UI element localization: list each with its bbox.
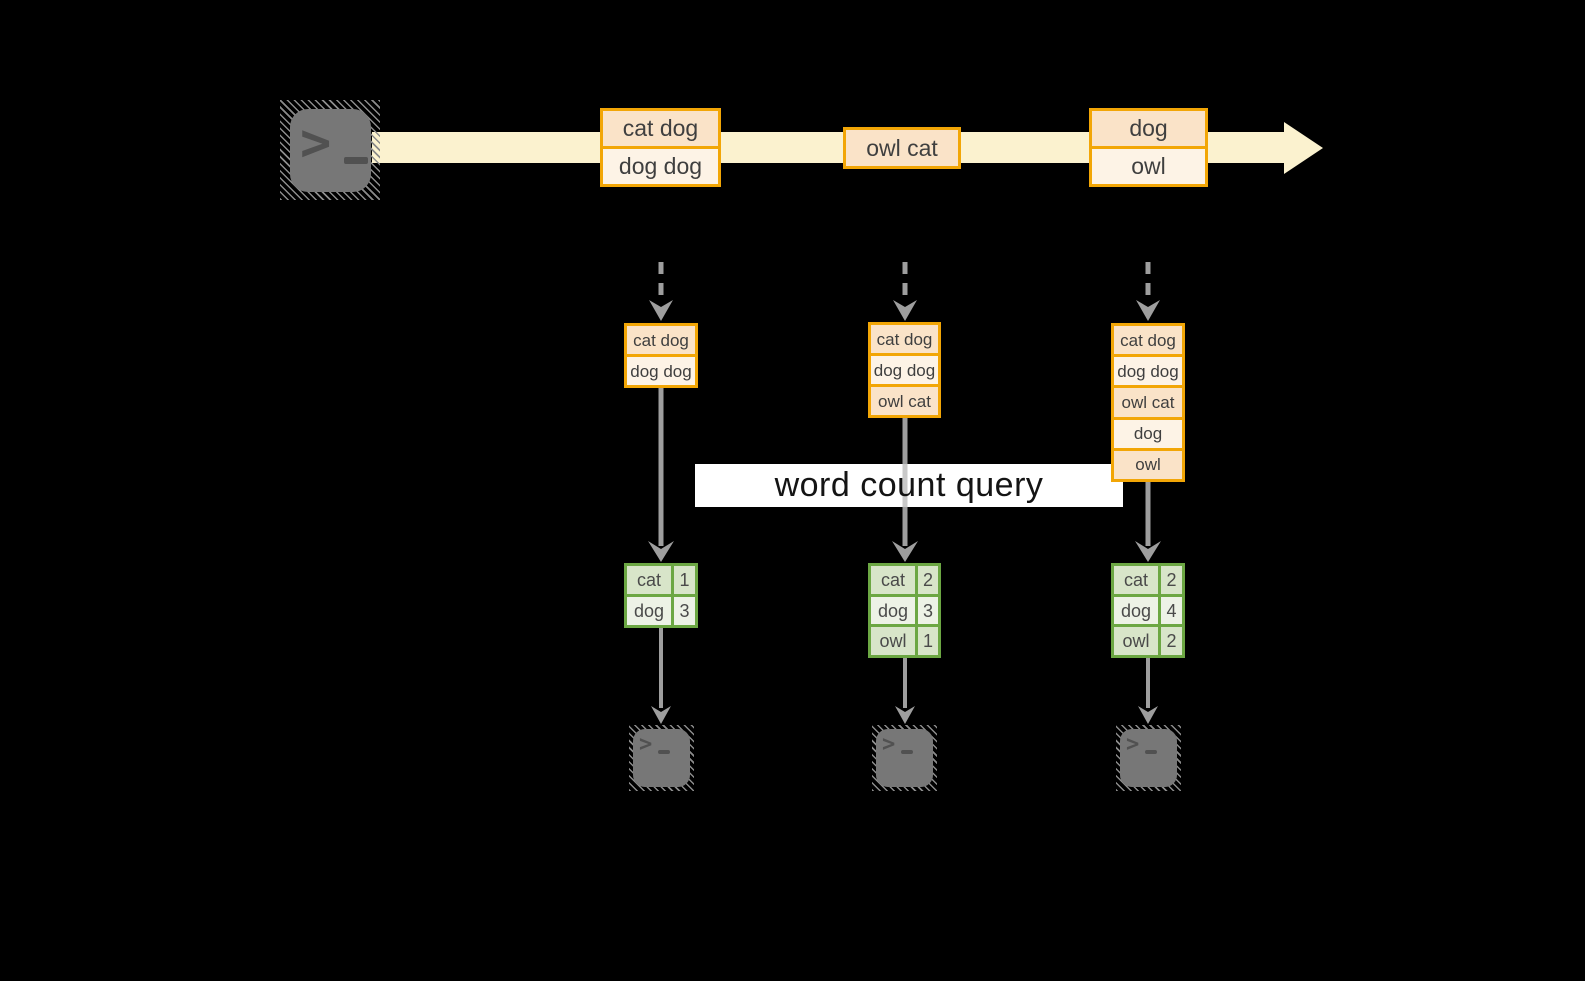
table-row: dog 3: [627, 597, 695, 625]
sink-terminal-icon-2: >: [872, 725, 937, 791]
terminal-prompt-icon: >: [639, 732, 653, 757]
count-cell: 1: [918, 627, 938, 656]
query-arrow-3: [1135, 482, 1161, 562]
stream-batch-3: dog owl: [1089, 108, 1208, 187]
query-arrow-1: [648, 388, 674, 562]
table-row: dog 3: [871, 596, 938, 625]
dashed-arrow-3: [1136, 262, 1160, 321]
word-cell: cat: [627, 566, 671, 594]
count-cell: 2: [1161, 627, 1182, 656]
message-cell: cat dog: [871, 325, 938, 353]
terminal-cursor-icon: [344, 157, 368, 164]
table-row: cat 1: [627, 566, 695, 594]
message-cell: dog dog: [603, 149, 718, 184]
message-cell: owl cat: [1114, 388, 1182, 417]
word-cell: owl: [871, 627, 915, 656]
sink-terminal-icon-1: >: [629, 725, 694, 791]
micro-batch-3: cat dog dog dog owl cat dog owl: [1111, 323, 1185, 482]
count-table-3: cat 2 dog 4 owl 2: [1111, 563, 1185, 658]
terminal-cursor-icon: [658, 750, 670, 754]
message-cell: dog: [1092, 111, 1205, 146]
message-cell: cat dog: [603, 111, 718, 146]
count-cell: 2: [918, 566, 938, 594]
word-cell: dog: [1114, 596, 1158, 625]
terminal-cursor-icon: [1145, 750, 1157, 754]
message-cell: cat dog: [627, 326, 695, 354]
dashed-arrow-1: [649, 262, 673, 321]
table-row: cat 2: [1114, 566, 1182, 594]
terminal-prompt-icon: >: [882, 732, 896, 757]
word-cell: dog: [627, 597, 671, 625]
micro-batch-1: cat dog dog dog: [624, 323, 698, 388]
word-cell: cat: [871, 566, 915, 594]
terminal-prompt-icon: >: [300, 113, 332, 173]
word-cell: owl: [1114, 627, 1158, 656]
table-row: dog 4: [1114, 596, 1182, 625]
terminal-prompt-icon: >: [1126, 732, 1140, 757]
message-cell: owl cat: [871, 387, 938, 415]
stream-batch-1: cat dog dog dog: [600, 108, 721, 187]
terminal-screen: >: [633, 729, 690, 787]
count-cell: 3: [674, 597, 695, 625]
sink-terminal-icon-3: >: [1116, 725, 1181, 791]
count-cell: 4: [1161, 596, 1182, 625]
count-cell: 3: [918, 596, 938, 625]
count-table-2: cat 2 dog 3 owl 1: [868, 563, 941, 658]
terminal-screen: >: [290, 109, 371, 192]
terminal-cursor-icon: [901, 750, 913, 754]
message-cell: owl: [1114, 450, 1182, 480]
table-row: owl 1: [871, 627, 938, 656]
table-row: owl 2: [1114, 627, 1182, 656]
sink-arrow-1: [651, 628, 671, 724]
message-cell: dog dog: [1114, 357, 1182, 386]
message-cell: cat dog: [1114, 326, 1182, 355]
sink-arrow-2: [895, 658, 915, 724]
message-cell: dog dog: [871, 356, 938, 384]
count-table-1: cat 1 dog 3: [624, 563, 698, 628]
word-cell: dog: [871, 596, 915, 625]
word-count-query-label: word count query: [774, 466, 1044, 504]
micro-batch-2: cat dog dog dog owl cat: [868, 322, 941, 418]
count-cell: 1: [674, 566, 695, 594]
terminal-screen: >: [1120, 729, 1177, 787]
message-cell: owl cat: [846, 130, 958, 166]
message-cell: owl: [1092, 149, 1205, 184]
table-row: cat 2: [871, 566, 938, 594]
word-cell: cat: [1114, 566, 1158, 594]
terminal-screen: >: [876, 729, 933, 787]
count-cell: 2: [1161, 566, 1182, 594]
message-cell: dog: [1114, 419, 1182, 448]
query-band: [695, 464, 1123, 507]
dashed-arrow-2: [893, 262, 917, 321]
source-terminal-icon: >: [280, 100, 380, 200]
sink-arrow-3: [1138, 658, 1158, 724]
stream-batch-2: owl cat: [843, 127, 961, 169]
message-cell: dog dog: [627, 357, 695, 385]
